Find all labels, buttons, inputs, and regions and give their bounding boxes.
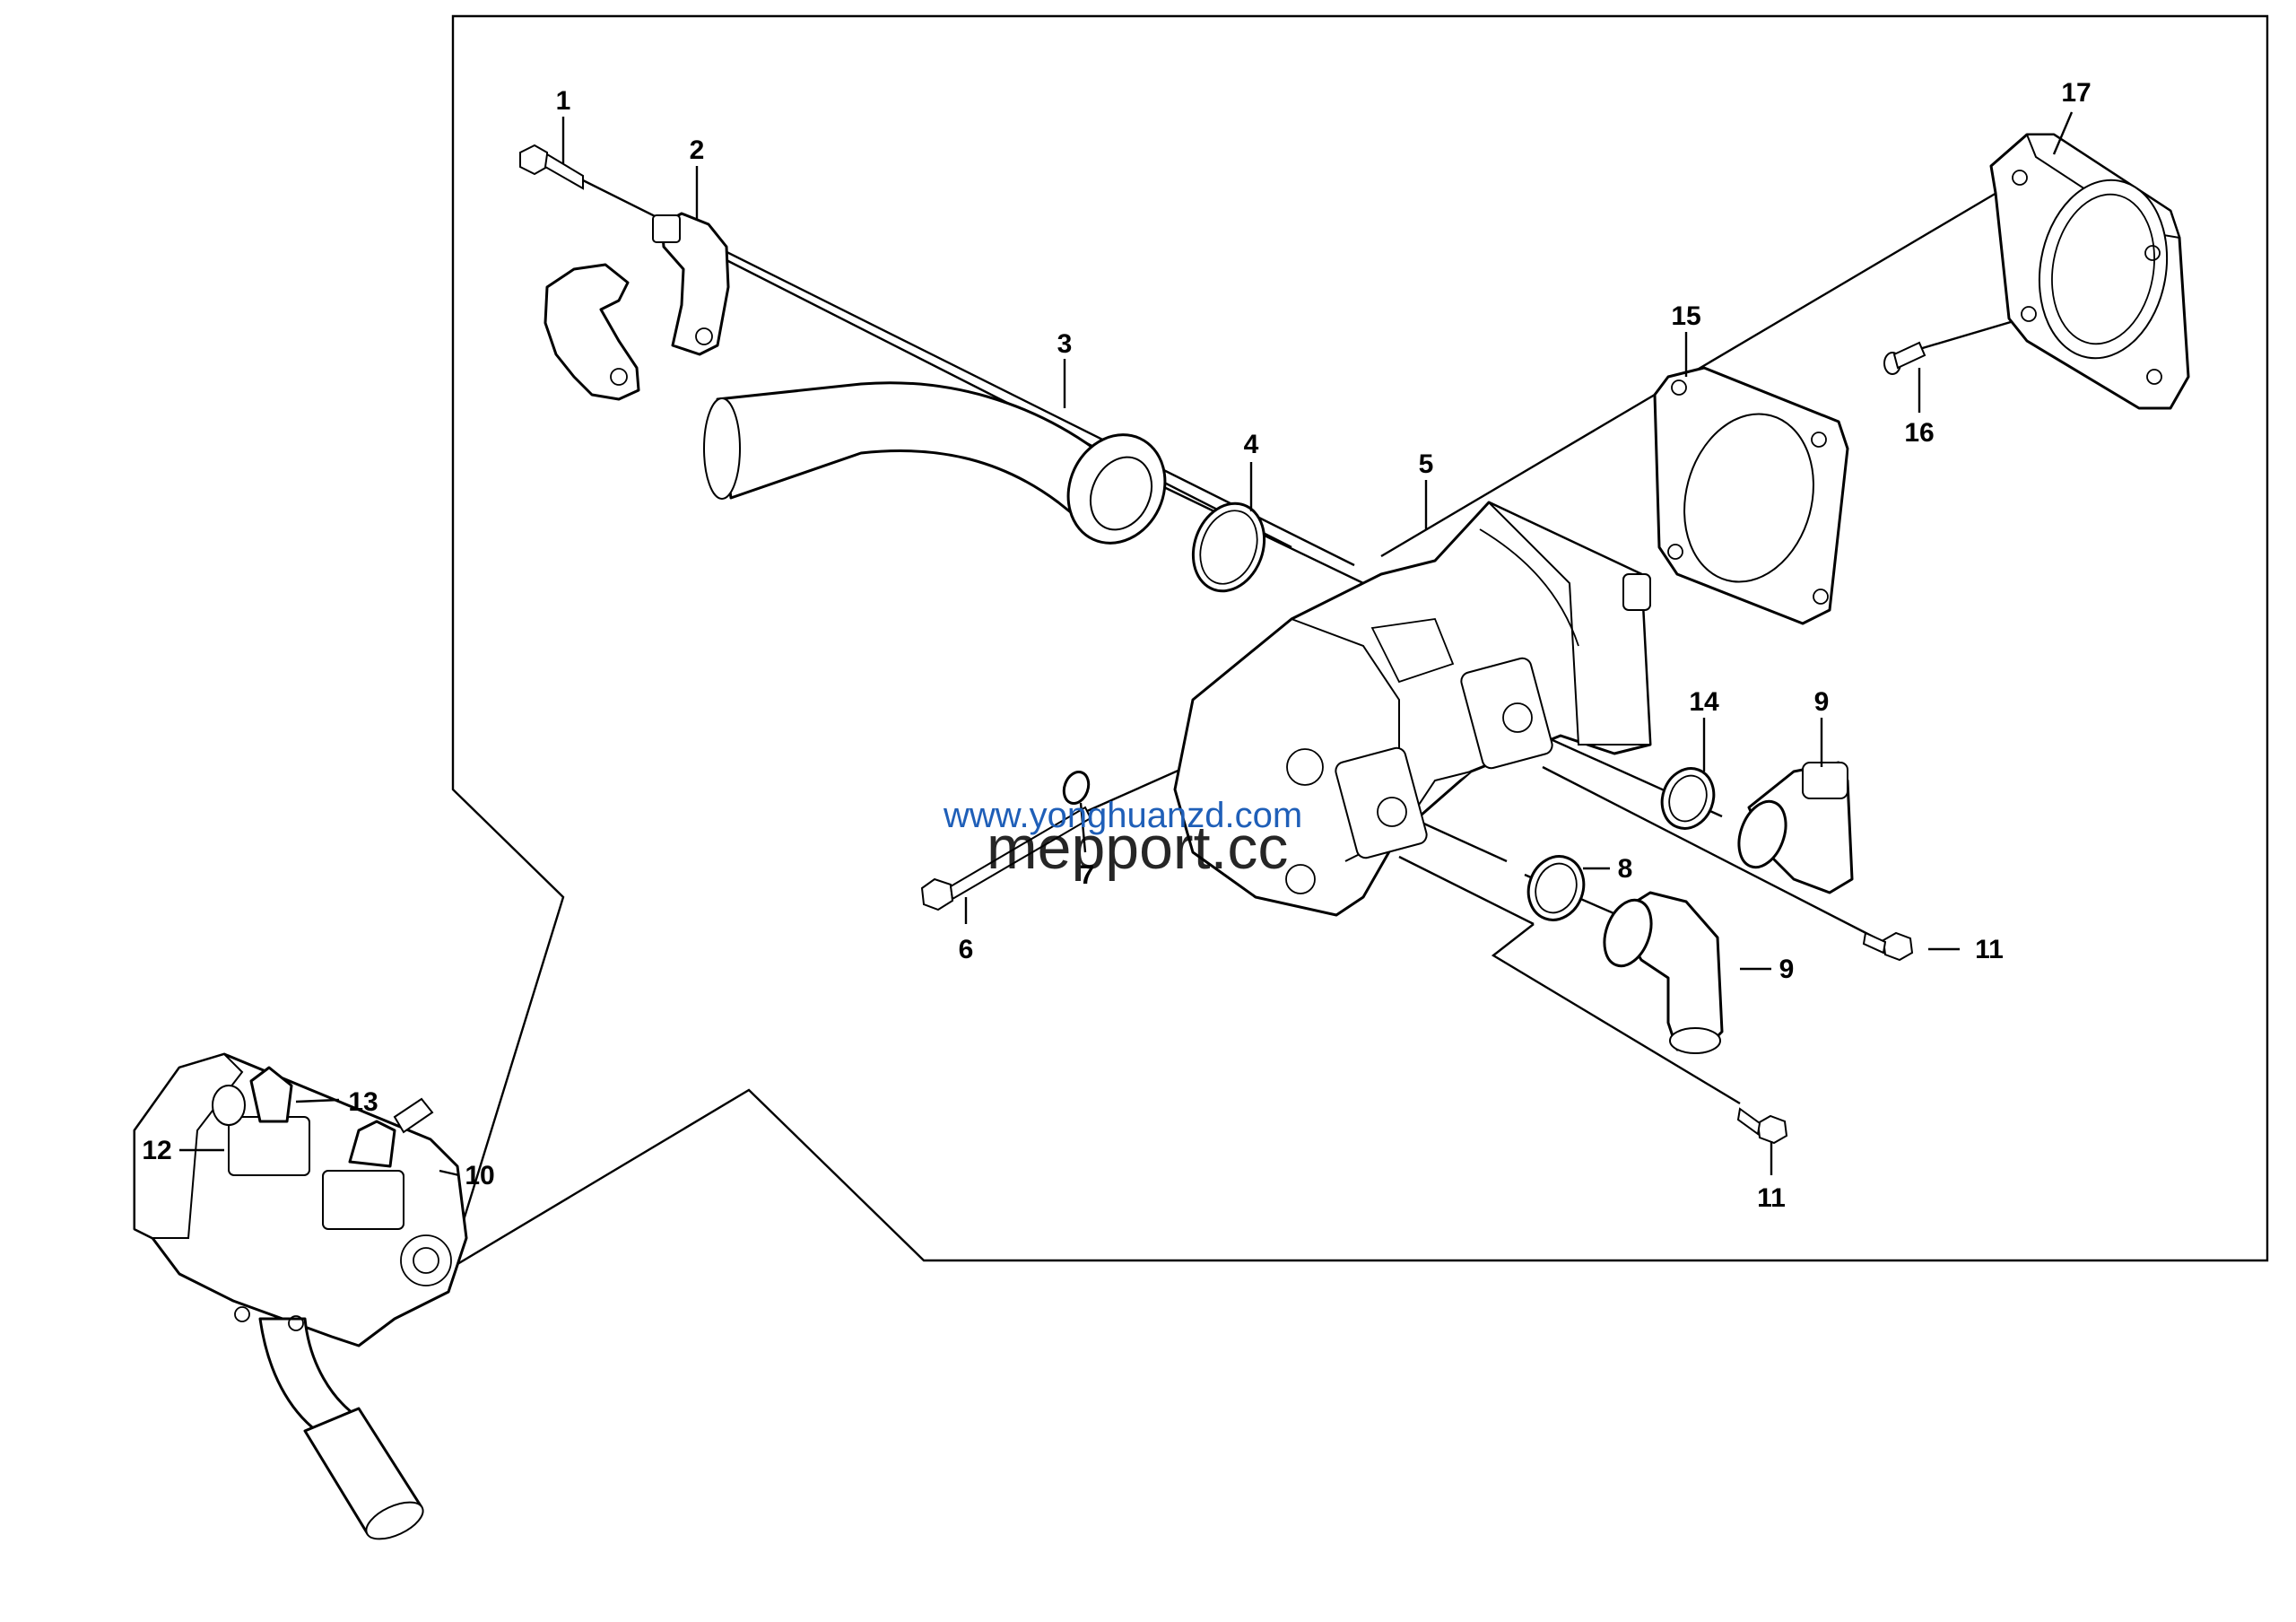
callout-11-lower: 11 (1757, 1183, 1786, 1213)
callout-7: 7 (1080, 860, 1095, 890)
callout-17: 17 (2061, 78, 2091, 108)
gasket-part-15 (1653, 366, 1849, 625)
elbow-fitting-part-9-upper (1737, 761, 1854, 894)
assembled-pump-overview (133, 1052, 468, 1540)
callout-9-lower: 9 (1779, 955, 1795, 984)
watermark-url: www.yonghuanzd.com (943, 796, 1302, 835)
suction-tube-part-3 (703, 381, 1167, 545)
callout-15: 15 (1671, 301, 1700, 331)
callout-11-upper: 11 (1975, 935, 2004, 964)
o-ring-part-4-inner (1199, 510, 1258, 585)
o-ring-part-14 (1660, 767, 1716, 830)
adapter-flange-part-17 (1989, 133, 2190, 410)
small-o-ring-part-7 (1062, 771, 1091, 805)
callout-8: 8 (1618, 854, 1633, 884)
callout-numbers: 1 2 3 4 5 6 7 8 9 9 10 11 11 12 13 14 15… (142, 78, 2091, 1213)
long-bolt-part-6 (920, 806, 1092, 911)
callout-2: 2 (690, 135, 705, 165)
callout-12: 12 (142, 1136, 171, 1165)
elbow-fitting-part-9-lower (1603, 891, 1724, 1054)
callout-13: 13 (348, 1087, 378, 1117)
split-flange-part-2 (544, 212, 730, 401)
callout-3: 3 (1057, 329, 1073, 359)
callout-leaders (179, 111, 2074, 1177)
callout-9-upper: 9 (1814, 687, 1830, 717)
screw-part-16 (1883, 341, 1926, 375)
callout-6: 6 (959, 935, 974, 964)
callout-4: 4 (1244, 430, 1259, 459)
callout-16: 16 (1904, 418, 1934, 448)
gear-pump-part-5 (1173, 501, 1652, 917)
callout-5: 5 (1419, 449, 1434, 479)
o-ring-part-8-inner (1535, 862, 1578, 914)
bolt-part-11-upper (1862, 931, 1914, 962)
bolt-part-11-lower (1736, 1107, 1788, 1145)
watermark-site: mepport.cc (987, 814, 1288, 882)
o-ring-part-8 (1526, 855, 1586, 921)
callout-14: 14 (1689, 687, 1719, 717)
o-ring-part-14-inner (1668, 774, 1708, 823)
o-ring-part-4 (1191, 501, 1266, 593)
callout-1: 1 (556, 86, 571, 116)
detail-boundary (446, 14, 2269, 1272)
callout-10: 10 (465, 1161, 494, 1190)
bolt-part-1 (519, 144, 584, 190)
